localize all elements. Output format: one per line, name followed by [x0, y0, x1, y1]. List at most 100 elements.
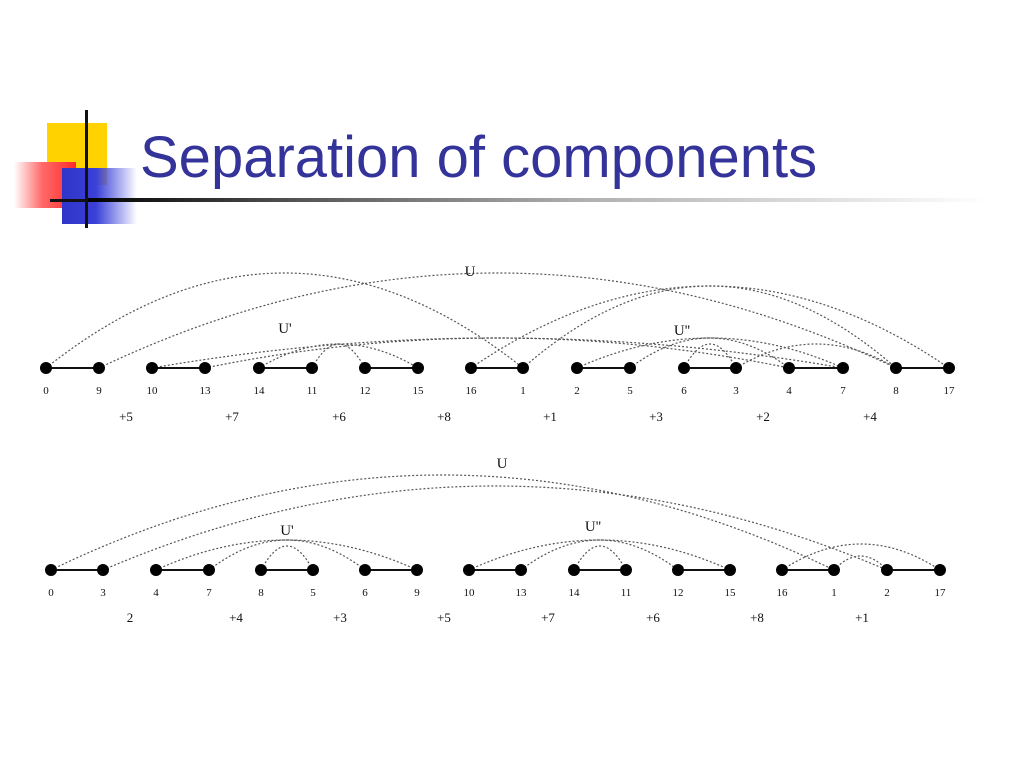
node-label: 12	[673, 587, 684, 599]
node-label: 6	[681, 385, 687, 397]
node	[934, 564, 946, 576]
weight-label: 2	[127, 610, 134, 625]
node	[146, 362, 158, 374]
weight-label: +3	[333, 610, 347, 625]
node	[150, 564, 162, 576]
node-label: 9	[96, 385, 102, 397]
node-label: 14	[569, 587, 581, 599]
component-label: U'	[280, 523, 294, 539]
dotted-arc	[576, 337, 844, 369]
weight-label: +8	[437, 409, 451, 424]
weight-label: +6	[646, 610, 660, 625]
node	[412, 362, 424, 374]
dotted-arc	[155, 539, 418, 571]
node-label: 10	[147, 385, 159, 397]
node-label: 8	[893, 385, 899, 397]
node-label: 3	[100, 587, 106, 599]
node-label: 2	[574, 385, 580, 397]
node	[359, 362, 371, 374]
node	[678, 362, 690, 374]
node	[255, 564, 267, 576]
node	[515, 564, 527, 576]
node-label: 1	[831, 587, 837, 599]
node	[620, 564, 632, 576]
component-label: U'	[278, 321, 292, 337]
title-underline	[88, 198, 988, 202]
dotted-arc	[573, 545, 627, 571]
node-label: 9	[414, 587, 420, 599]
component-label: U''	[674, 323, 691, 339]
node-label: 4	[153, 587, 159, 599]
node-label: 16	[466, 385, 478, 397]
weight-label: +7	[541, 610, 555, 625]
node	[411, 564, 423, 576]
dotted-arc	[260, 545, 314, 571]
weight-label: +1	[855, 610, 869, 625]
node-label: 4	[786, 385, 792, 397]
node-label: 8	[258, 587, 264, 599]
node	[306, 362, 318, 374]
node	[568, 564, 580, 576]
decor-blue-square	[62, 168, 137, 224]
node-label: 17	[935, 587, 947, 599]
node-label: 7	[206, 587, 212, 599]
node	[890, 362, 902, 374]
node-label: 7	[840, 385, 846, 397]
node	[463, 564, 475, 576]
decor-vertical-line	[85, 110, 88, 228]
dotted-arc	[470, 285, 950, 369]
node	[624, 362, 636, 374]
component-label: U	[465, 264, 476, 280]
node	[730, 362, 742, 374]
weight-label: +5	[437, 610, 451, 625]
dotted-arc	[204, 337, 790, 369]
weight-label: +2	[756, 409, 770, 424]
node-label: 3	[733, 385, 739, 397]
node-label: 5	[627, 385, 633, 397]
node-label: 0	[43, 385, 49, 397]
dotted-arc	[98, 272, 897, 369]
dotted-arc	[781, 543, 941, 571]
dotted-arc	[258, 343, 419, 369]
node	[253, 362, 265, 374]
node-label: 11	[307, 385, 318, 397]
node	[571, 362, 583, 374]
weight-label: +7	[225, 409, 239, 424]
node-label: 1	[520, 385, 526, 397]
dotted-arc	[735, 343, 897, 369]
node	[776, 564, 788, 576]
component-label: U''	[585, 519, 602, 535]
weight-label: +8	[750, 610, 764, 625]
dotted-arc	[311, 343, 366, 369]
dotted-arc	[683, 343, 737, 369]
dotted-arc	[833, 555, 888, 571]
weight-label: +1	[543, 409, 557, 424]
node	[45, 564, 57, 576]
node	[93, 362, 105, 374]
dotted-arc	[468, 539, 731, 571]
node-label: 0	[48, 587, 54, 599]
node	[724, 564, 736, 576]
node-label: 12	[360, 385, 371, 397]
node	[837, 362, 849, 374]
dotted-arc	[522, 285, 897, 369]
node-label: 16	[777, 587, 789, 599]
weight-label: +4	[229, 610, 243, 625]
node	[203, 564, 215, 576]
node	[828, 564, 840, 576]
weight-label: +3	[649, 409, 663, 424]
dotted-arc	[208, 539, 366, 571]
node-label: 11	[621, 587, 632, 599]
dotted-arc	[50, 474, 835, 571]
weight-label: +5	[119, 409, 133, 424]
dotted-arc	[520, 539, 679, 571]
node	[40, 362, 52, 374]
node	[943, 362, 955, 374]
dotted-arc	[102, 485, 888, 571]
node-label: 10	[464, 587, 476, 599]
page-title: Separation of components	[140, 125, 818, 190]
node-label: 5	[310, 587, 316, 599]
node-label: 15	[413, 385, 425, 397]
